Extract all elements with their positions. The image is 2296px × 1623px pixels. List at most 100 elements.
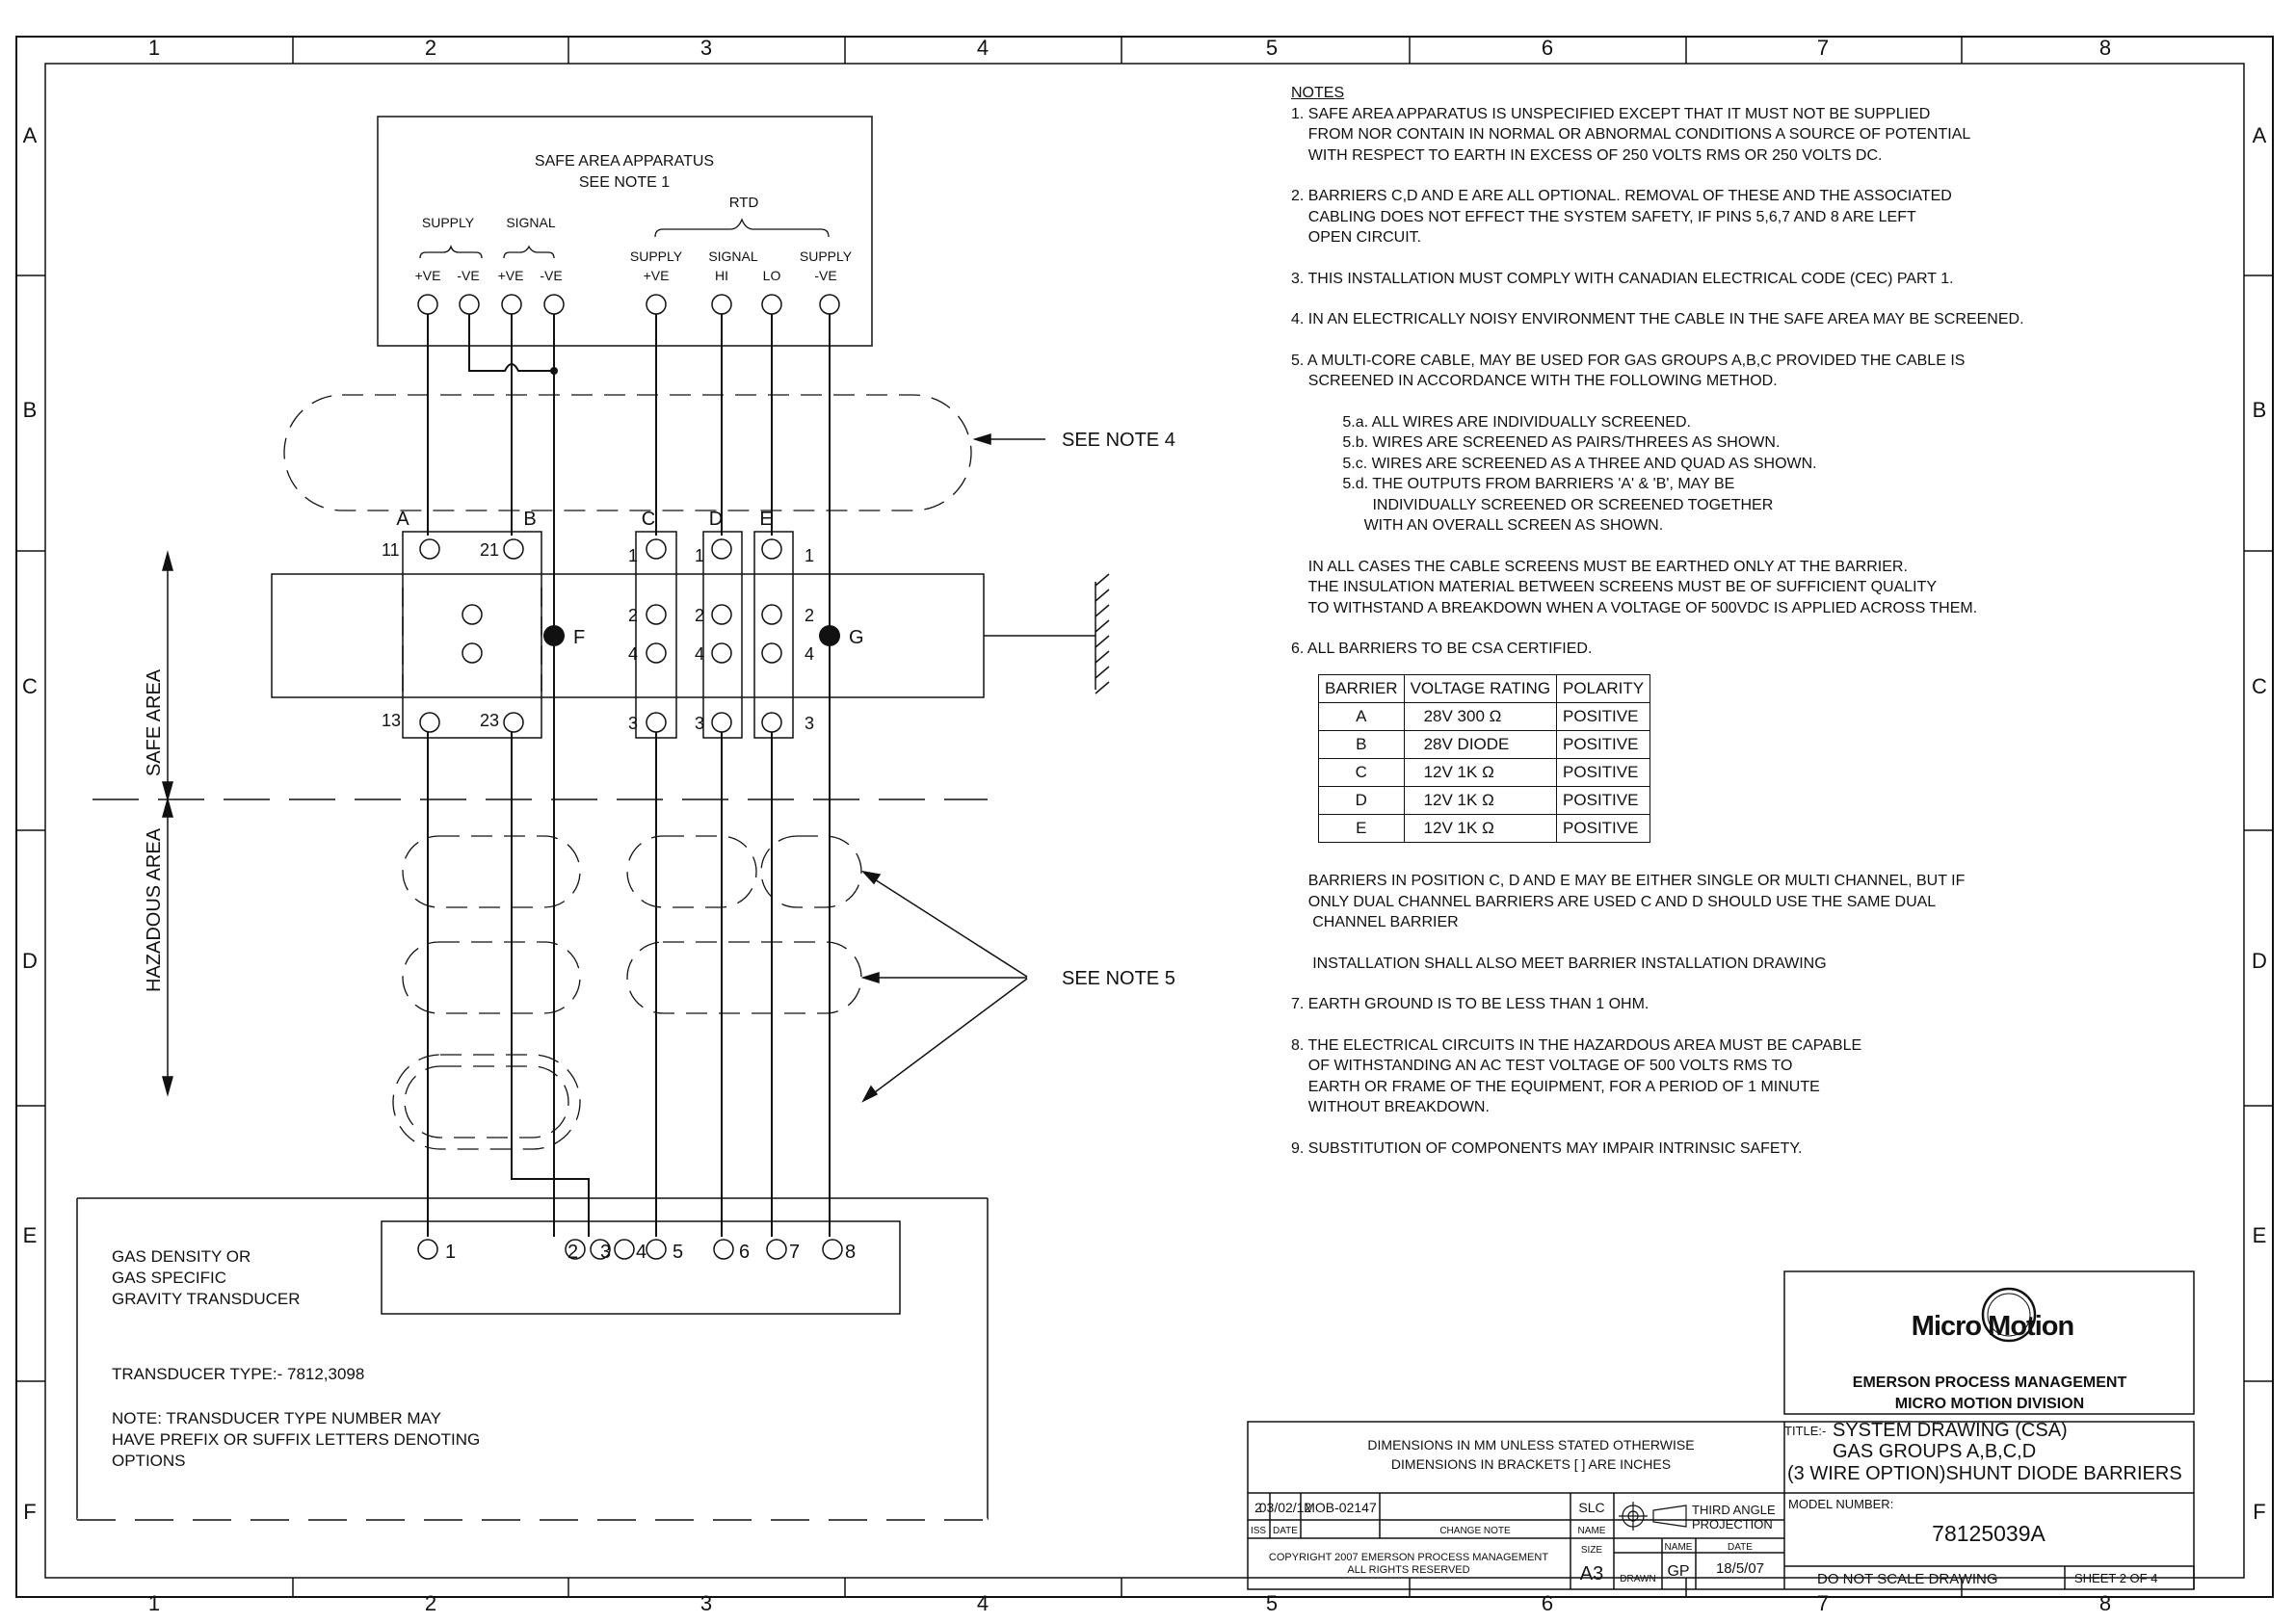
table-cell: 12V 1K Ω [1403,786,1558,815]
note-line: 3. THIS INSTALLATION MUST COMPLY WITH CA… [1291,270,1954,287]
note-line: WITH RESPECT TO EARTH IN EXCESS OF 250 V… [1291,146,1883,164]
note5-arrows [860,870,1028,1103]
apparatus-subtitle: SEE NOTE 1 [579,174,670,191]
rtd-supply-label: SUPPLY [630,249,683,264]
note-line: 5.a. ALL WIRES ARE INDIVIDUALLY SCREENED… [1291,413,1691,431]
rev-iss: 2 [1254,1500,1262,1515]
note-line: FROM NOR CONTAIN IN NORMAL OR ABNORMAL C… [1291,126,1971,143]
note-spacer [1291,289,2081,309]
division-name: MICRO MOTION DIVISION [1895,1396,2084,1412]
earth-point-g [819,625,840,646]
grid-col-label: 8 [2099,36,2111,60]
title-label: TITLE:- [1784,1424,1826,1438]
barrier-io-terminals [419,538,782,733]
note-line: 9. SUBSTITUTION OF COMPONENTS MAY IMPAIR… [1291,1139,1803,1157]
dims-note: DIMENSIONS IN MM UNLESS STATED OTHERWISE [1367,1437,1694,1453]
transducer-terminal-label: 6 [739,1242,750,1263]
grid-row-label: F [2253,1500,2265,1524]
company-name: EMERSON PROCESS MANAGEMENT [1853,1374,2127,1391]
earth-point-f [543,625,565,646]
grid-row-label: A [23,123,38,147]
barrier-label-b: B [523,509,536,530]
note-line: 2. BARRIERS C,D AND E ARE ALL OPTIONAL. … [1291,188,1952,204]
note-line: WITH AN OVERALL SCREEN AS SHOWN. [1291,517,1664,534]
pin-number: 21 [480,540,499,560]
note-spacer [1291,249,2081,269]
transducer-terminal-label: 8 [845,1242,856,1263]
junction-dot [550,367,558,375]
term-label: -VE [457,268,479,283]
projection-text: PROJECTION [1692,1517,1773,1531]
pin-number: 1 [628,546,638,565]
wiring [427,304,831,1237]
sheet-size: A3 [1580,1563,1603,1584]
grid-col-label: 6 [1542,1591,1553,1615]
group-signal-label: SIGNAL [506,215,556,230]
table-cell: 28V 300 Ω [1403,702,1558,731]
table-cell: POSITIVE [1556,786,1651,815]
hdr-change: CHANGE NOTE [1439,1526,1511,1536]
area-boundary [92,550,988,1097]
name-label: NAME [1665,1542,1693,1553]
barrier-mid-terminals [462,604,782,664]
term-label: +VE [644,268,670,283]
note-line: OPEN CIRCUIT. [1291,229,1422,246]
note-spacer [1291,933,2081,954]
transducer-note: OPTIONS [112,1452,186,1470]
pin-number: 3 [695,714,704,733]
hdr-name: NAME [1578,1526,1606,1536]
rev-name: SLC [1578,1500,1604,1515]
note-line: EARTH OR FRAME OF THE EQUIPMENT, FOR A P… [1291,1078,1820,1095]
grid-col-label: 6 [1542,36,1553,60]
table-cell: A [1318,702,1405,731]
barrier-label-e: E [759,509,772,530]
table-cell: 12V 1K Ω [1403,758,1558,787]
grid-col-label: 4 [977,36,989,60]
pin-number: 2 [628,606,638,625]
transducer-desc: GAS DENSITY OR [112,1247,251,1266]
rtd-signal-label: SIGNAL [708,249,758,264]
grid-col-label: 8 [2099,1591,2111,1615]
grid-col-label: 3 [700,36,712,60]
grid-row-label: C [22,674,38,698]
grid-row-label: E [23,1223,38,1247]
note-line: 5.d. THE OUTPUTS FROM BARRIERS 'A' & 'B'… [1291,476,1735,492]
copyright: COPYRIGHT 2007 EMERSON PROCESS MANAGEMEN… [1269,1552,1548,1563]
pin-number: 23 [480,711,499,730]
apparatus-terminals [417,294,840,315]
grid-col-label: 7 [1817,36,1829,60]
barrier-label-c: C [642,509,655,530]
grid-row-label: F [23,1500,36,1524]
note-line: SCREENED IN ACCORDANCE WITH THE FOLLOWIN… [1291,373,1778,389]
note-line: IN ALL CASES THE CABLE SCREENS MUST BE E… [1291,558,1908,575]
note-line: 5.b. WIRES ARE SCREENED AS PAIRS/THREES … [1291,434,1781,451]
grid-col-label: 3 [700,1591,712,1615]
notes-block: NOTES 1. SAFE AREA APPARATUS IS UNSPECIF… [1291,83,2081,660]
drawn-by: GP [1667,1563,1689,1580]
see-note-5: SEE NOTE 5 [1062,968,1175,989]
note-line: CABLING DOES NOT EFFECT THE SYSTEM SAFET… [1291,208,1916,225]
grid-col-label: 5 [1266,1591,1278,1615]
dims-note: DIMENSIONS IN BRACKETS [ ] ARE INCHES [1391,1456,1671,1472]
copyright: ALL RIGHTS RESERVED [1347,1564,1469,1576]
table-cell: B [1318,730,1405,759]
model-label: MODEL NUMBER: [1788,1497,1893,1511]
table-cell: 28V DIODE [1403,730,1558,759]
transducer-note: HAVE PREFIX OR SUFFIX LETTERS DENOTING [112,1430,480,1449]
table-cell: D [1318,786,1405,815]
hdr-date: DATE [1273,1526,1298,1536]
note-line: THE INSULATION MATERIAL BETWEEN SCREENS … [1291,579,1938,595]
grid-row-label: D [2252,949,2267,973]
hdr-iss: ISS [1251,1526,1266,1536]
transducer-terminal-label: 7 [789,1242,800,1263]
note-spacer [1291,537,2081,557]
rev-date: 03/02/12 [1259,1500,1312,1515]
transducer-desc: GAS SPECIFIC [112,1269,226,1287]
grid-row-label: B [2253,398,2267,422]
table-cell: POSITIVE [1556,758,1651,787]
grid-row-label: A [2253,123,2267,147]
note-line: INSTALLATION SHALL ALSO MEET BARRIER INS… [1291,955,1827,972]
